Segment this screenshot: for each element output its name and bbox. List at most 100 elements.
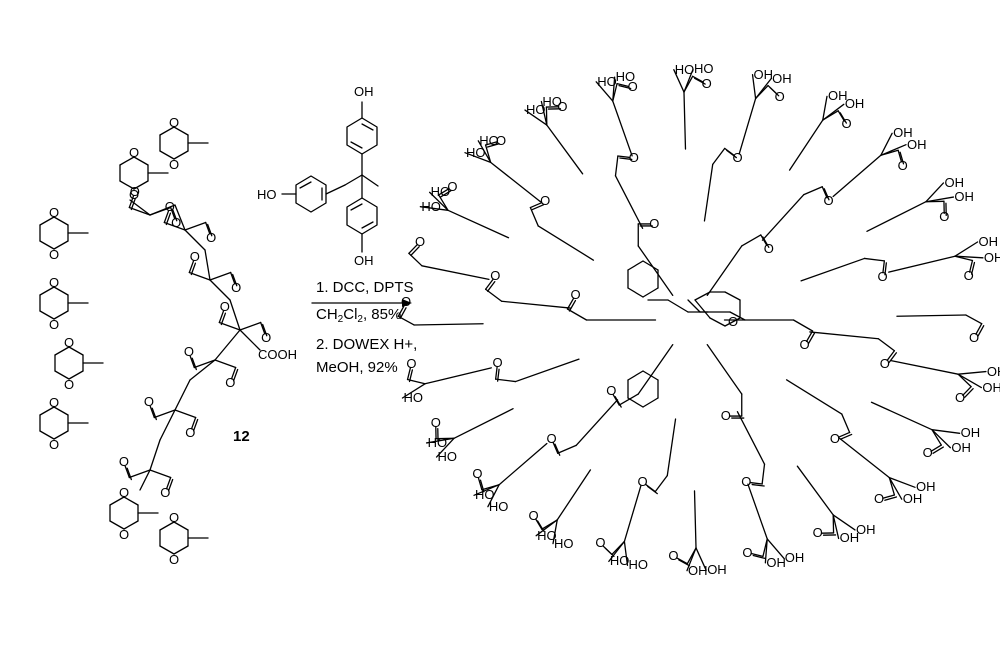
bond [408, 369, 414, 383]
bond [957, 373, 983, 389]
bond [486, 143, 500, 148]
bond [399, 307, 407, 319]
bond [68, 346, 84, 356]
bond [537, 225, 595, 261]
bond [897, 149, 903, 163]
bond [109, 520, 125, 530]
atom-label: O [606, 383, 617, 399]
bond [642, 397, 659, 408]
product-structure [397, 68, 987, 572]
bond [678, 559, 691, 567]
bond [764, 538, 768, 564]
atom-label: O [728, 314, 739, 329]
bond [693, 490, 697, 549]
atom-label: HO [615, 69, 636, 85]
bond [489, 161, 542, 203]
bond [769, 86, 780, 97]
reagent-oh-top: OH [354, 84, 374, 99]
bond [167, 478, 174, 492]
atom-label: O [164, 199, 175, 215]
bond [703, 163, 714, 222]
atom-label: O [219, 299, 230, 315]
bond [188, 271, 211, 281]
bond [232, 368, 239, 382]
bond [752, 554, 766, 560]
bond [53, 240, 69, 250]
atom-label: OH [772, 70, 792, 86]
bond [706, 344, 743, 395]
bond [425, 437, 455, 444]
atom-label: O [570, 287, 581, 303]
bond [693, 77, 706, 85]
bond [612, 76, 616, 102]
atom-label: OH [960, 425, 981, 441]
atom-label: OH [978, 233, 999, 249]
bond [184, 229, 206, 251]
atom-label: O [812, 525, 823, 541]
atom-label: O [400, 294, 412, 310]
atom-label: HO [465, 144, 486, 160]
atom-label: HO [421, 198, 441, 214]
bond [218, 310, 225, 324]
atom-label: O [143, 394, 154, 410]
bond [540, 100, 548, 126]
bond [890, 359, 959, 375]
bond [487, 484, 500, 508]
bond [119, 180, 135, 190]
bond [173, 521, 189, 531]
bond [440, 190, 452, 198]
bond [637, 344, 674, 395]
bond [214, 329, 241, 361]
bond [809, 331, 880, 340]
bond [209, 271, 232, 281]
reagent-trisphenol [281, 101, 379, 253]
bond [184, 221, 207, 231]
bond [39, 286, 55, 296]
bond [54, 346, 70, 356]
bond [766, 538, 785, 559]
reagent-oh-bottom: OH [354, 253, 374, 268]
bond [954, 241, 979, 257]
bond [239, 321, 262, 331]
condition-step1: 1. DCC, DPTS [316, 279, 414, 296]
atom-label: O [546, 430, 557, 446]
bond [484, 278, 494, 290]
bond [413, 323, 484, 326]
bond [172, 208, 178, 222]
bond [68, 370, 84, 380]
atom-label: O [160, 484, 171, 500]
bond [123, 496, 139, 506]
atom-label: O [495, 132, 507, 148]
bond [230, 271, 236, 285]
atom-label: O [169, 510, 180, 525]
atom-label: O [823, 193, 834, 209]
bond [642, 287, 659, 298]
bond [123, 520, 139, 530]
atom-label: O [879, 355, 890, 371]
bond [962, 385, 972, 396]
bond [841, 413, 851, 434]
bond [623, 485, 642, 543]
bond [494, 378, 517, 383]
bond [514, 358, 580, 383]
atom-label: O [774, 88, 785, 104]
bond [957, 373, 972, 388]
bond [546, 124, 584, 175]
bond [822, 95, 828, 121]
bond [694, 291, 711, 301]
bond [190, 262, 197, 276]
bond [406, 367, 412, 381]
bond [627, 397, 644, 408]
atom-label: O [49, 205, 60, 220]
atom-label: O [897, 157, 908, 173]
bond [800, 257, 866, 282]
atom-label: O [129, 187, 140, 202]
bond [133, 180, 149, 190]
atom-label: HO [542, 93, 562, 109]
bond [53, 286, 69, 296]
bond [617, 155, 631, 159]
bond [209, 279, 231, 301]
bond [754, 77, 772, 100]
atom-label: O [169, 552, 180, 567]
bond [761, 193, 805, 241]
